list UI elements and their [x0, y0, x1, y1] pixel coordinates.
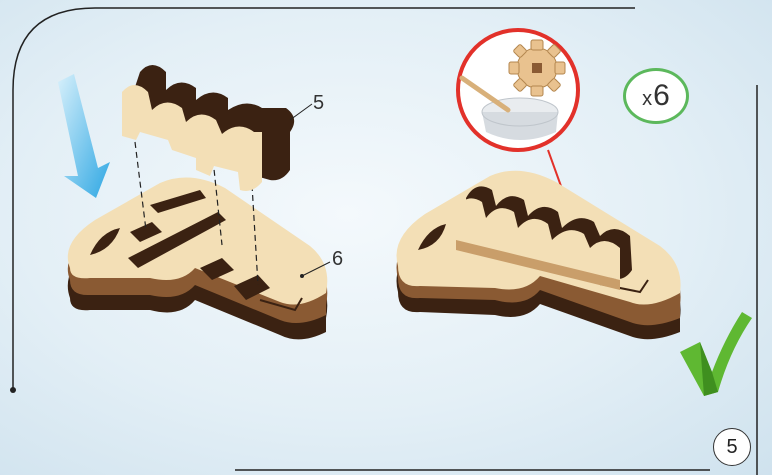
quantity-value: 6	[653, 79, 670, 113]
assembled-piece	[397, 171, 681, 339]
page-number-badge: 5	[713, 428, 751, 466]
quantity-prefix: x	[642, 88, 652, 111]
checkmark-icon	[680, 312, 752, 396]
page-number: 5	[726, 436, 737, 459]
quantity-badge: x 6	[623, 68, 689, 124]
glue-dish-icon	[458, 30, 578, 150]
